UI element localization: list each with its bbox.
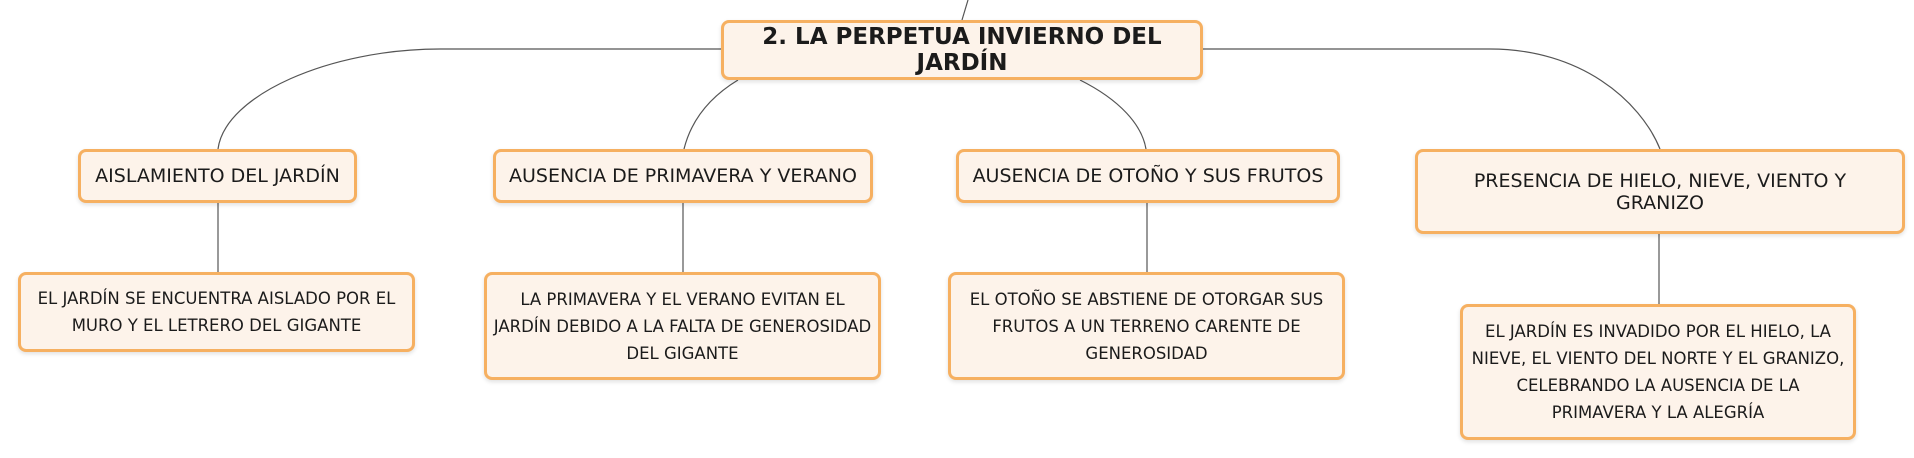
connector-root-to-primavera (683, 79, 739, 150)
branch-node-aislamiento[interactable]: AISLAMIENTO DEL JARDÍN (78, 149, 357, 203)
root-node-label: 2. LA PERPETUA INVIERNO DEL JARDÍN (762, 24, 1162, 76)
branch-node-label: AUSENCIA DE OTOÑO Y SUS FRUTOS (972, 165, 1324, 187)
connector-parent-to-root (961, 0, 969, 21)
branch-node-label: AUSENCIA DE PRIMAVERA Y VERANO (509, 165, 857, 187)
branch-node-otono[interactable]: AUSENCIA DE OTOÑO Y SUS FRUTOS (956, 149, 1340, 203)
connector-root-to-aislamiento (217, 48, 721, 150)
branch-node-label: PRESENCIA DE HIELO, NIEVE, VIENTO Y GRAN… (1473, 169, 1847, 214)
branch-node-label: AISLAMIENTO DEL JARDÍN (95, 165, 340, 187)
detail-node-text: EL JARDÍN SE ENCUENTRA AISLADO POR EL MU… (37, 289, 396, 335)
root-node[interactable]: 2. LA PERPETUA INVIERNO DEL JARDÍN (721, 20, 1203, 80)
connector-root-to-otono (1079, 79, 1147, 150)
detail-node-aislamiento[interactable]: EL JARDÍN SE ENCUENTRA AISLADO POR EL MU… (18, 272, 415, 352)
detail-node-presencia[interactable]: EL JARDÍN ES INVADIDO POR EL HIELO, LA N… (1460, 304, 1856, 440)
branch-node-primavera-verano[interactable]: AUSENCIA DE PRIMAVERA Y VERANO (493, 149, 873, 203)
detail-node-text: EL OTOÑO SE ABSTIENE DE OTORGAR SUS FRUT… (969, 289, 1324, 363)
detail-node-otono[interactable]: EL OTOÑO SE ABSTIENE DE OTORGAR SUS FRUT… (948, 272, 1345, 380)
detail-node-text: LA PRIMAVERA Y EL VERANO EVITAN EL JARDÍ… (493, 289, 872, 363)
connector-root-to-presencia (1203, 48, 1661, 150)
detail-node-text: EL JARDÍN ES INVADIDO POR EL HIELO, LA N… (1471, 322, 1845, 422)
branch-node-presencia[interactable]: PRESENCIA DE HIELO, NIEVE, VIENTO Y GRAN… (1415, 149, 1905, 234)
detail-node-primavera-verano[interactable]: LA PRIMAVERA Y EL VERANO EVITAN EL JARDÍ… (484, 272, 881, 380)
